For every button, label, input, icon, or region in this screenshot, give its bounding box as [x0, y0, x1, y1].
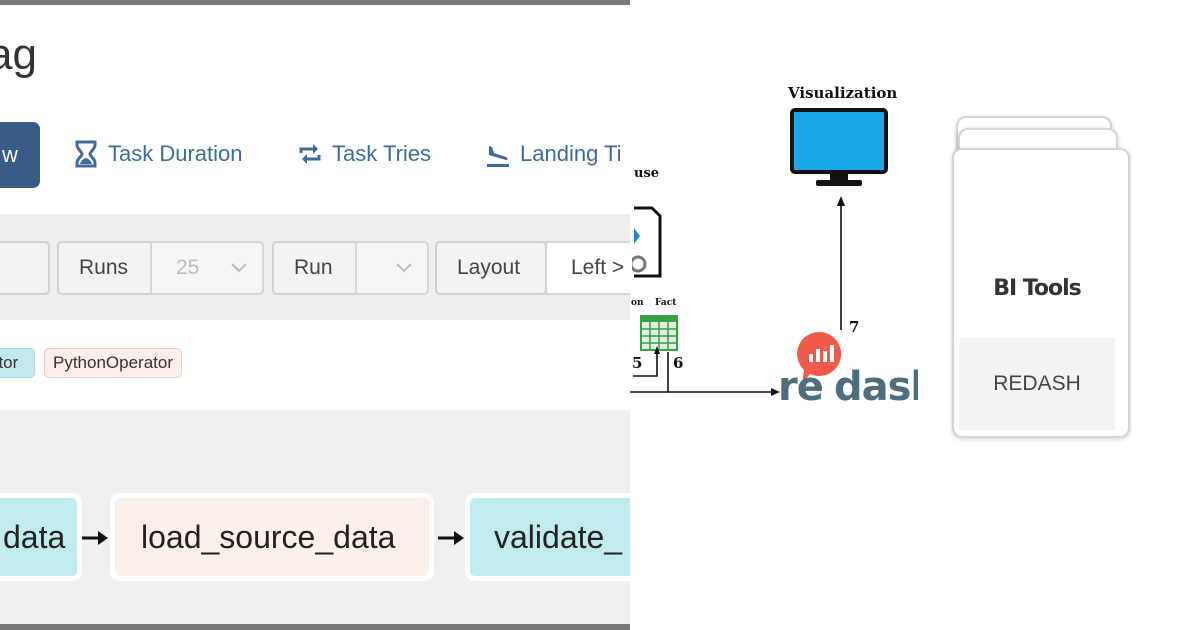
task-node[interactable]: data [0, 493, 82, 581]
chevron-down-icon [396, 263, 412, 273]
edge-arrow-icon [438, 531, 464, 545]
connector-lines [630, 196, 845, 396]
graph-view-button[interactable]: w [0, 122, 40, 188]
task-label: load_source_data [141, 519, 396, 555]
layout-select[interactable]: Left > [545, 241, 630, 295]
right-whitespace [1132, 0, 1200, 630]
fact-label: Fact [655, 298, 677, 308]
panel-bottom-border [0, 624, 630, 630]
task-node[interactable]: load_source_data [110, 493, 434, 581]
run-label: Run [272, 241, 358, 295]
layout-label: Layout [435, 241, 547, 295]
tab-label: Task Duration [108, 141, 243, 166]
tab-label: Task Tries [332, 141, 432, 166]
retry-arrows-icon [298, 140, 322, 168]
step-label: 7 [849, 318, 860, 336]
bi-tools-title: BI Tools [993, 276, 1082, 301]
svg-text:re: re [778, 364, 823, 408]
warehouse-icon [632, 206, 662, 278]
panel-top-border [0, 0, 630, 5]
operator-badge-python: PythonOperator [44, 348, 183, 378]
tab-task-duration[interactable]: Task Duration [74, 136, 243, 172]
run-select[interactable] [355, 241, 429, 295]
tab-label: Landing Ti [520, 141, 622, 166]
airflow-dag-panel: ag w Task Duration Task Tries Landing Ti… [0, 0, 630, 630]
chevron-down-icon [231, 263, 247, 273]
fact-table-icon [640, 315, 678, 351]
step-label: 6 [673, 354, 684, 372]
tab-landing-times[interactable]: Landing Ti [486, 136, 622, 172]
operator-badge: ator [0, 348, 35, 378]
operator-label: PythonOperator [53, 353, 174, 372]
runs-value: 25 [176, 256, 200, 279]
task-label: data [3, 519, 66, 555]
warehouse-label: use [634, 166, 660, 181]
monitor-icon [790, 108, 888, 186]
task-node[interactable]: validate_ [465, 493, 630, 581]
visualization-label: Visualization [788, 84, 898, 102]
runs-select[interactable]: 25 [150, 241, 264, 295]
edge-arrow-icon [82, 531, 108, 545]
step-label: 5 [632, 354, 643, 372]
operator-label: ator [0, 353, 19, 372]
task-label: validate_ [494, 519, 623, 555]
plane-landing-icon [486, 140, 510, 168]
svg-text:dash: dash [834, 364, 918, 408]
tab-task-tries[interactable]: Task Tries [298, 136, 431, 172]
runs-label: Runs [57, 241, 153, 295]
redash-logo: re dash [778, 331, 918, 408]
dag-title: ag [0, 30, 37, 79]
hourglass-icon [74, 140, 98, 168]
base-date-field[interactable] [0, 241, 50, 295]
architecture-diagram: BI Tools REDASH Visualization use on Fac… [630, 0, 1200, 630]
dimension-label: on [631, 298, 644, 308]
bi-tools-redash-item: REDASH [959, 338, 1115, 430]
